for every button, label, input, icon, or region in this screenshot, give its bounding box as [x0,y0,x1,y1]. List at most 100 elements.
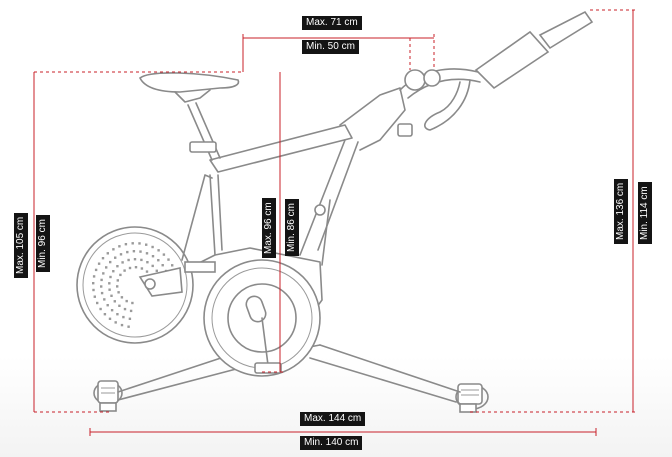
flywheel-vent [116,313,119,316]
flywheel-vent [110,309,114,312]
flywheel-vent [108,288,111,291]
flywheel-vent [106,252,109,255]
flywheel-vent [133,258,137,261]
rear-leg [117,354,241,401]
flywheel-vent [116,279,119,282]
flywheel-vent [155,269,158,272]
flywheel-vent [92,288,95,292]
top-tube [209,124,353,173]
flywheel-vent [131,301,134,305]
flywheel-vent [157,249,160,252]
flywheel-vent [114,321,117,324]
flywheel-vent [123,269,126,272]
flywheel-vent [128,317,132,320]
flywheel-vent [103,313,107,316]
flywheel-vent [92,275,96,278]
front-foot [455,383,489,413]
flywheel-vent [114,256,117,259]
flywheel-vent [113,300,116,303]
flywheel-vent [117,291,120,294]
flywheel-vent [146,261,149,264]
flywheel-vent [94,268,98,272]
flywheel-vent [100,291,104,295]
down-tube [299,139,359,256]
flywheel-vent [140,258,143,262]
pedal-height-min-label: Min. 86 cm [285,199,299,256]
flywheel-vent [151,255,155,258]
flywheel-vent [118,245,121,248]
flywheel-vent [124,243,128,246]
flywheel-vent [106,304,109,307]
flywheel-vent [123,307,127,311]
flywheel-vent [162,253,166,256]
flywheel-vent [105,266,108,269]
flywheel-vent [145,243,148,246]
flywheel-vent [131,242,134,245]
flywheel-vent [103,298,106,301]
flywheel-vent [112,248,115,251]
flywheel [76,226,194,344]
flywheel-vent [157,259,160,262]
flywheel-vent [120,323,124,327]
flywheel-vent [128,266,132,270]
length-min-label: Min. 140 cm [300,436,363,450]
seat-tube [209,174,223,256]
flywheel-vent [129,309,133,313]
total-height-min-label: Min. 114 cm [638,182,652,244]
flywheel-vent [118,304,121,307]
flywheel-vent [92,282,95,285]
flywheel-vent [145,270,149,273]
flywheel-vent [120,296,124,299]
length-max-label: Max. 144 cm [300,412,366,426]
handlebar-extension [474,30,550,90]
flywheel-vent [134,266,138,269]
flywheel-vent [112,270,115,273]
flywheel-vent [151,245,154,249]
flywheel-vent [116,265,119,268]
flywheel-vent [139,250,142,253]
stem [339,87,406,151]
flywheel-vent [125,299,128,303]
flywheel-vent [99,307,102,311]
handlebar-reach-max-label: Max. 71 cm [302,16,362,30]
flywheel-vent [145,252,149,255]
flywheel-vent [108,282,111,285]
flywheel-vent [97,262,101,265]
pedal [254,362,282,374]
flywheel-vent [140,267,144,270]
flywheel-vent [100,278,103,282]
front-leg [309,344,461,403]
flywheel-vent [109,260,112,264]
handlebar-reach-min-label: Min. 50 cm [302,40,359,54]
crank-housing [184,259,321,377]
rear-foot [93,380,123,412]
flywheel-vent [93,295,96,298]
saddle-height-min-label: Min. 96 cm [36,215,50,272]
flywheel-vent [102,272,105,275]
flywheel-vent [110,294,113,297]
flywheel-vent [100,285,103,288]
saddle [138,72,240,93]
flywheel-vent [167,258,170,261]
flywheel-vent [116,285,119,288]
flywheel-vent [126,250,129,254]
flywheel-vent [96,301,99,305]
handlebar-drop [424,79,471,131]
flywheel-vent [132,250,136,253]
flywheel-vent [101,257,105,260]
flywheel-vent [121,261,124,264]
flywheel-vent [171,264,174,267]
flywheel-vent [109,275,112,279]
pedal-height-max-label: Max. 96 cm [262,198,276,258]
total-height-max-label: Max. 136 cm [614,178,628,244]
flywheel-vent [127,325,130,328]
flywheel-vent [151,264,154,268]
flywheel-vent [161,264,164,267]
flywheel-vent [127,258,130,262]
flywheel-vent [108,317,112,320]
flywheel-vent [122,315,125,319]
flywheel-vent [119,253,123,256]
flywheel-vent [138,242,141,245]
